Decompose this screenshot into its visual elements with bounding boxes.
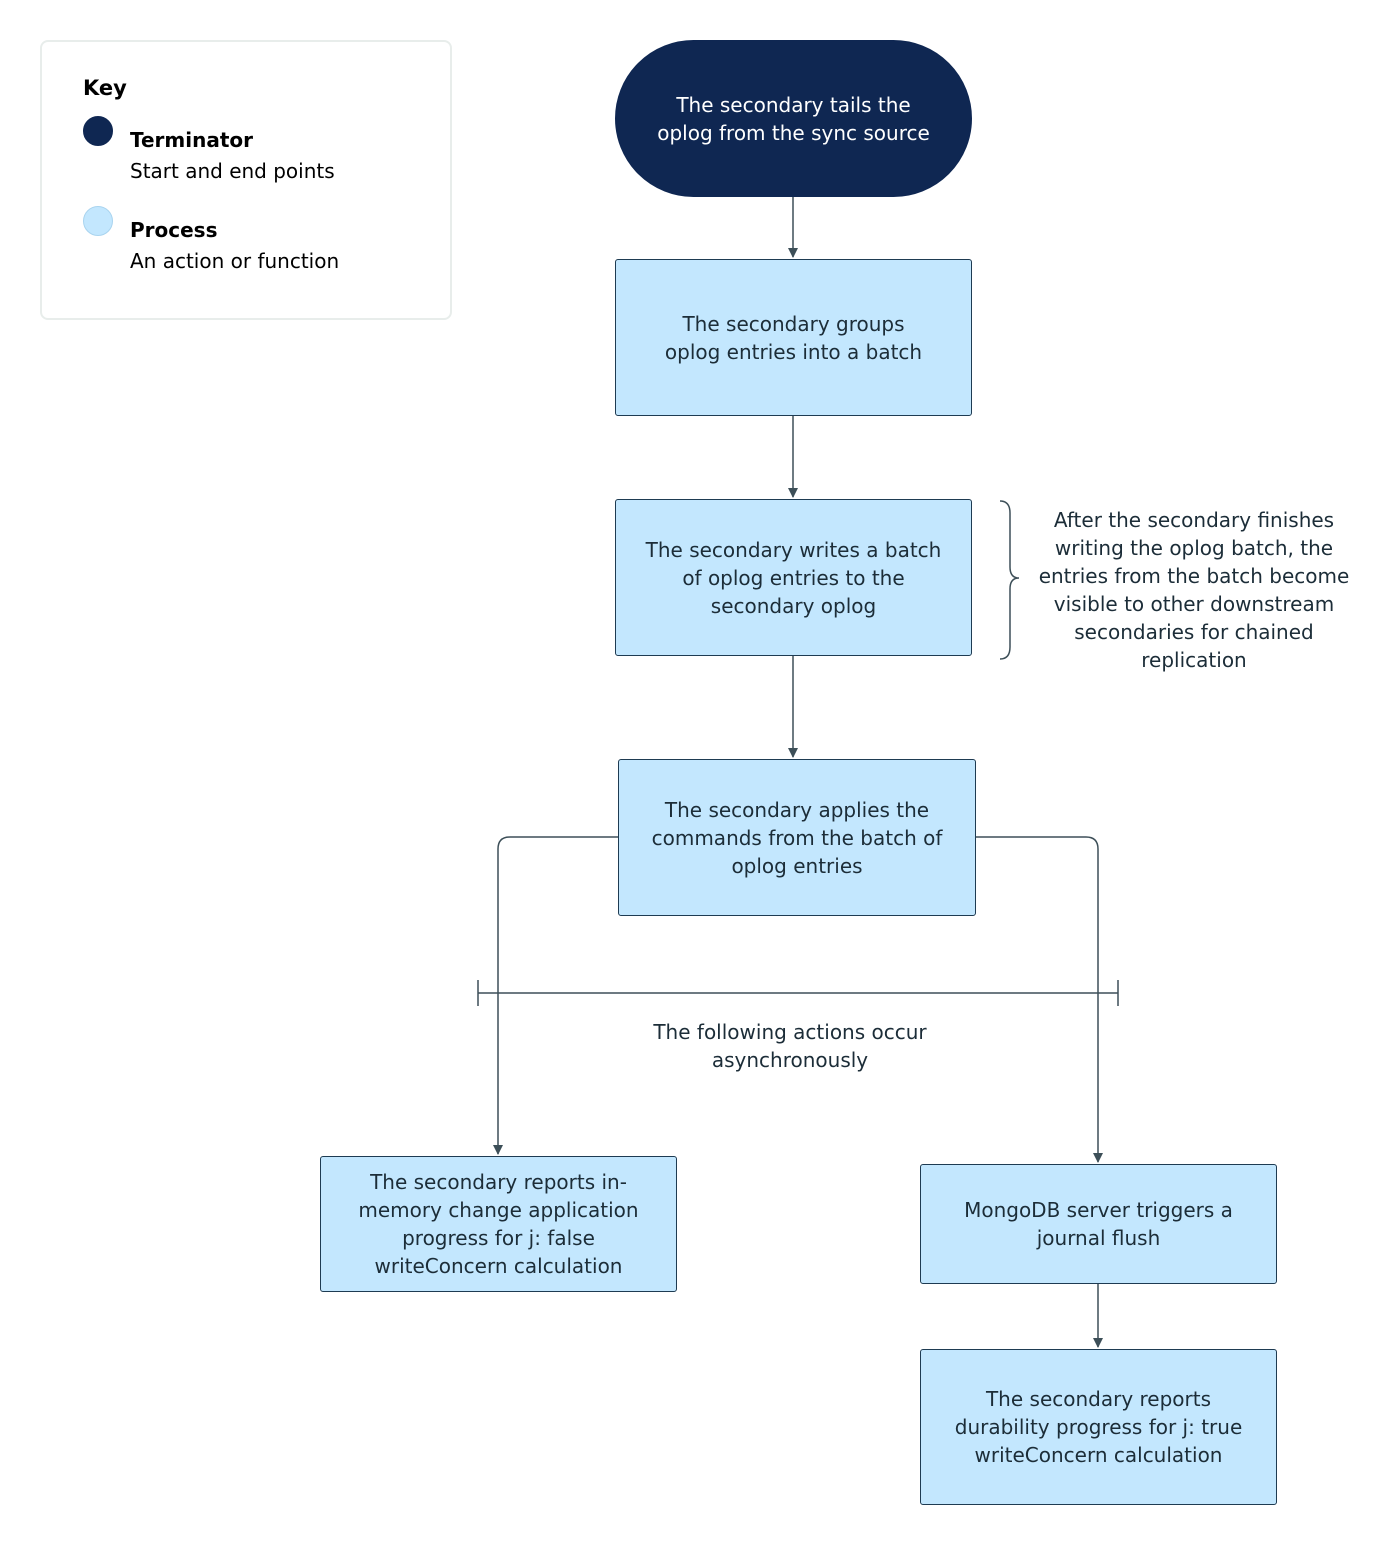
process-write-batch: The secondary writes a batch of oplog en… [615, 499, 972, 656]
process-swatch-icon [83, 206, 113, 236]
start-terminator: The secondary tails the oplog from the s… [615, 40, 972, 197]
terminator-swatch-icon [83, 116, 113, 146]
arrow-apply-to-report-memory [493, 836, 618, 1155]
legend-terminator-label: Terminator [130, 128, 254, 152]
process-apply-commands: The secondary applies the commands from … [618, 759, 976, 916]
legend-process-description: An action or function [130, 249, 340, 273]
process-group-batch: The secondary groups oplog entries into … [615, 259, 972, 416]
process-report-durability: The secondary reports durability progres… [920, 1349, 1277, 1505]
legend-process-label: Process [130, 218, 218, 242]
legend-title: Key [83, 76, 127, 100]
chained-replication-note: After the secondary finishes writing the… [1038, 508, 1350, 672]
arrow-apply-to-journal [976, 836, 1103, 1163]
legend-panel: Key Terminator Start and end points Proc… [40, 40, 452, 320]
async-bracket-line [477, 980, 1119, 1006]
async-actions-note: The following actions occur asynchronous… [653, 1020, 927, 1072]
curly-brace [999, 500, 1020, 660]
process-report-memory: The secondary reports in-memory change a… [320, 1156, 677, 1292]
process-journal-flush: MongoDB server triggers a journal flush [920, 1164, 1277, 1284]
legend-terminator-description: Start and end points [130, 159, 335, 183]
